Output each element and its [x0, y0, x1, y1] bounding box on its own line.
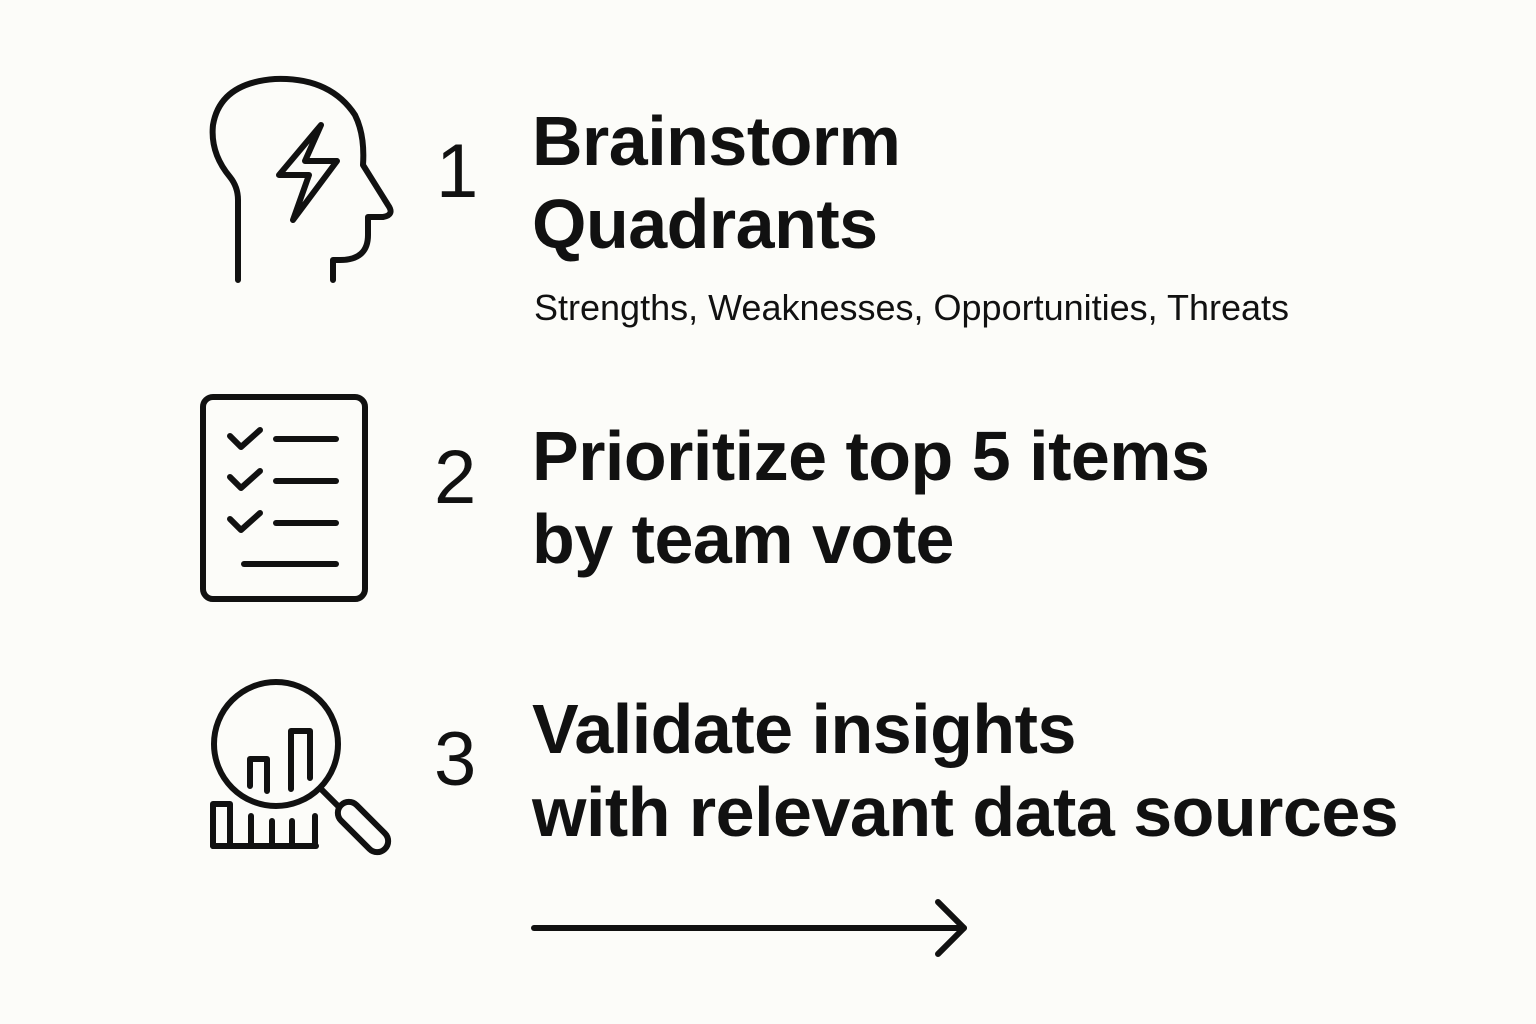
step-3-number: 3	[434, 717, 477, 802]
step-1-title: Brainstorm Quadrants	[532, 100, 901, 266]
step-1-subtitle: Strengths, Weaknesses, Opportunities, Th…	[534, 287, 1290, 328]
step-2-title: Prioritize top 5 items by team vote	[532, 415, 1210, 581]
step-3-title-line2: with relevant data sources	[532, 773, 1399, 851]
step-1-title-line2: Quadrants	[532, 185, 878, 263]
step-1-title-line1: Brainstorm	[532, 102, 901, 180]
step-2-title-line1: Prioritize top 5 items	[532, 417, 1210, 495]
step-2-number: 2	[434, 435, 477, 520]
step-3-title-line1: Validate insights	[532, 690, 1076, 768]
checklist-icon	[200, 394, 368, 602]
magnifier-chart-icon	[210, 679, 392, 856]
arrow-right-icon	[531, 899, 967, 957]
step-2-title-line2: by team vote	[532, 500, 954, 578]
step-1-number: 1	[436, 129, 479, 214]
head-lightning-icon	[209, 75, 394, 283]
step-3-title: Validate insights with relevant data sou…	[532, 688, 1399, 854]
